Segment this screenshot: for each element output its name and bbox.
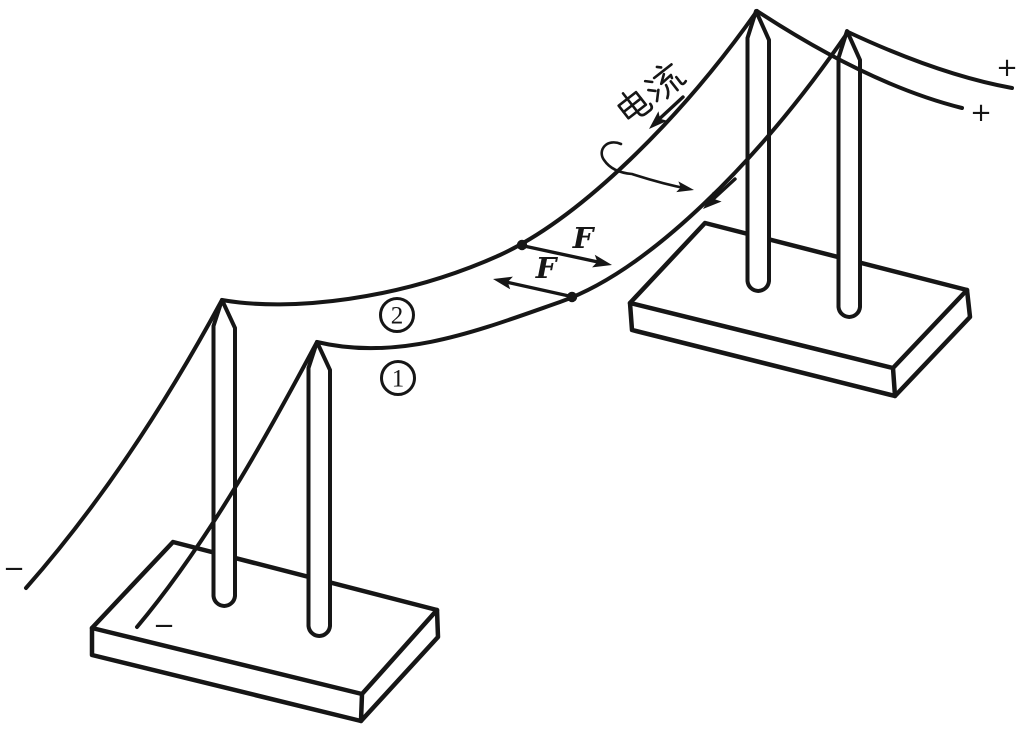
current-arrow-wire-1-shaft <box>708 177 737 204</box>
right-tower-back-pole <box>745 9 771 293</box>
force-arrow-left-shaft <box>504 280 571 298</box>
glyph-liu-top <box>652 63 673 80</box>
wire-1-left-lead <box>135 340 319 629</box>
wire-2-number-badge: 2 <box>379 297 415 333</box>
minus-sign-left: − <box>3 554 25 584</box>
right-base-top-edges <box>627 287 970 399</box>
wire-2-span <box>220 9 759 307</box>
plus-sign-bottom: + <box>970 98 992 128</box>
force-arrow-left-head <box>493 276 513 290</box>
wire-2-left-lead <box>24 298 224 590</box>
minus-sign-base: − <box>153 611 175 641</box>
current-arrow-wire-1 <box>703 177 737 209</box>
wire-jump-leader <box>600 141 694 193</box>
force-arrow-on-wire-2 <box>522 244 612 268</box>
right-tower-front-pole <box>836 29 862 319</box>
wire-1-badge-digit: 1 <box>392 366 405 393</box>
current-arrow-wire-2-shaft <box>654 95 685 124</box>
force-arrow-right-shaft <box>522 244 600 264</box>
left-tower-back-pole <box>211 298 237 608</box>
wire-jump-leader-line <box>600 141 691 191</box>
current-label-text <box>617 63 688 120</box>
force-arrow-on-wire-1 <box>493 276 571 298</box>
wire-2-badge-circle <box>379 297 415 333</box>
glyph-dian-stem <box>621 92 654 117</box>
current-arrow-wire-2 <box>649 95 685 129</box>
force-arrow-right-head <box>592 254 612 268</box>
force-label-upper: F <box>572 221 596 255</box>
current-arrow-wire-2-head <box>649 111 668 129</box>
left-base-top-edges <box>89 607 440 724</box>
force-label-lower: F <box>535 251 559 285</box>
right-base-silhouette <box>627 220 973 399</box>
glyph-dian-box <box>617 90 648 120</box>
wire-2-badge-digit: 2 <box>391 303 404 330</box>
wire-2-right-lead <box>755 9 964 110</box>
glyph-liu-bottom <box>664 75 688 100</box>
plus-sign-top: + <box>996 53 1018 83</box>
current-arrow-wire-1-head <box>703 191 722 209</box>
left-tower-front-pole <box>306 340 332 638</box>
wire-1-badge-circle <box>380 360 416 396</box>
left-base-silhouette <box>89 539 441 724</box>
wire-jump-leader-head <box>676 181 694 193</box>
wire-1-number-badge: 1 <box>380 360 416 396</box>
glyph-liu-water-radical <box>643 79 660 103</box>
glyph-liu-middle <box>659 72 674 86</box>
left-tower-base <box>89 539 441 724</box>
wire-1-right-lead <box>846 30 1014 90</box>
right-tower-base <box>627 220 973 399</box>
